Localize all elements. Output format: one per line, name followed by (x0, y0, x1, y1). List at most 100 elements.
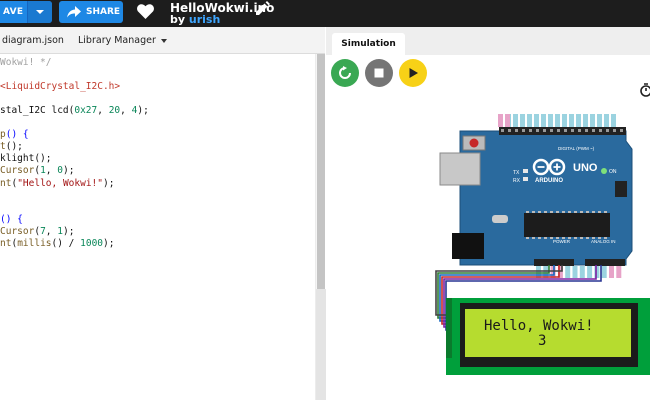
tab-simulation[interactable]: Simulation (332, 33, 405, 55)
code-token: t (0, 141, 6, 153)
header-pin[interactable] (529, 129, 532, 132)
chip-pin (550, 237, 553, 239)
code-token: Cursor (0, 165, 35, 177)
code-token: ); (62, 165, 75, 177)
pin-label-tag (557, 266, 563, 278)
code-line[interactable]: Wokwi! */ (0, 57, 51, 68)
code-token: , (120, 105, 132, 117)
code-token: ); (103, 237, 115, 249)
circuit-diagram: ARDUINO UNO TX RX ON DIGITAL (PWM ~) POW… (435, 114, 650, 375)
code-line[interactable]: Cursor(7, 1); (0, 226, 74, 237)
top-toolbar: AVE SHARE HelloWokwi.ino by urish (0, 0, 650, 27)
code-token: (); (5, 141, 23, 153)
editor-tab-bar: diagram.json Library Manager (0, 27, 325, 54)
pin-label-tag (594, 266, 600, 278)
pin-label-tag (505, 114, 510, 127)
on-label: ON (609, 169, 617, 175)
pencil-icon[interactable] (256, 1, 270, 15)
pin-label-tag (572, 266, 578, 278)
chip-pin (532, 237, 535, 239)
pin-label-tag (548, 114, 553, 127)
pin-label-tag (543, 266, 549, 278)
pin-label-tag (587, 266, 593, 278)
header-pin[interactable] (571, 129, 574, 132)
code-token: ( (34, 165, 41, 177)
header-pin[interactable] (585, 129, 588, 132)
header-pin[interactable] (550, 129, 553, 132)
chip-pin (550, 211, 553, 213)
simulation-canvas: ARDUINO UNO TX RX ON DIGITAL (PWM ~) POW… (326, 55, 650, 400)
tab-diagram-json[interactable]: diagram.json (2, 35, 64, 46)
editor-scrollbar[interactable] (315, 54, 326, 400)
code-token: () { (5, 129, 29, 141)
author-link[interactable]: urish (188, 13, 221, 26)
code-token: nt (0, 237, 12, 249)
code-line[interactable]: nt("Hello, Wokwi!"); (0, 178, 114, 189)
code-editor-panel: diagram.json Library Manager Wokwi! */ <L… (0, 27, 326, 400)
chip-pin (574, 211, 577, 213)
restart-icon (339, 66, 351, 79)
lcd-line-1: Hello, Wokwi! (484, 318, 594, 334)
pin-label-tag (601, 266, 607, 278)
save-options-button[interactable] (27, 1, 52, 23)
code-line[interactable]: klight(); (0, 153, 52, 164)
lcd-1602-display[interactable] (446, 298, 650, 375)
pin-label-tag (550, 266, 556, 278)
code-token: 0 (57, 165, 63, 177)
pin-label-tag (527, 114, 532, 127)
header-pin[interactable] (592, 129, 595, 132)
code-line[interactable]: t(); (0, 141, 23, 152)
project-title[interactable]: HelloWokwi.ino (170, 1, 275, 15)
chip-pin (526, 237, 529, 239)
header-pin[interactable] (543, 129, 546, 132)
header-pin[interactable] (557, 129, 560, 132)
share-button[interactable]: SHARE (59, 1, 123, 23)
header-pin[interactable] (578, 129, 581, 132)
lcd-line-2: 3 (538, 333, 546, 349)
arduino-logo-text: ARDUINO (535, 178, 563, 184)
pin-label-tag (498, 114, 503, 127)
code-line[interactable]: stal_I2C lcd(0x27, 20, 4); (0, 105, 149, 116)
code-line[interactable]: <LiquidCrystal_I2C.h> (0, 81, 120, 92)
tab-menu-caret-icon[interactable] (161, 39, 167, 43)
chip-pin (532, 211, 535, 213)
play-button[interactable] (399, 59, 427, 87)
tab-library-manager[interactable]: Library Manager (78, 35, 156, 46)
code-token: , (45, 165, 58, 177)
code-line[interactable]: p() { (0, 129, 29, 140)
save-button[interactable]: AVE (0, 1, 52, 23)
header-pin[interactable] (613, 129, 616, 132)
header-pin[interactable] (501, 129, 504, 132)
code-line[interactable]: nt(millis() / 1000); (0, 238, 114, 249)
header-pin[interactable] (508, 129, 511, 132)
header-pin[interactable] (522, 129, 525, 132)
code-area[interactable]: Wokwi! */ <LiquidCrystal_I2C.h> stal_I2C l… (0, 54, 315, 400)
chip-pin (574, 237, 577, 239)
code-token: 4 (131, 105, 138, 117)
chip-pin (598, 237, 601, 239)
header-pin[interactable] (515, 129, 518, 132)
pin-label-tag (536, 266, 541, 278)
header-pin[interactable] (564, 129, 567, 132)
header-pin[interactable] (536, 129, 539, 132)
arduino-uno-board[interactable]: ARDUINO UNO TX RX ON DIGITAL (PWM ~) POW… (439, 127, 633, 266)
header-pin[interactable] (599, 129, 602, 132)
pin-label-tag (555, 114, 560, 127)
rx-label: RX (513, 178, 521, 184)
header-pin[interactable] (606, 129, 609, 132)
editor-scrollbar-thumb[interactable] (317, 54, 325, 289)
code-token: () / (51, 237, 81, 249)
pin-label-tag (565, 266, 571, 278)
arduino-logo-icon (532, 158, 566, 176)
pin-label-tag (576, 114, 581, 127)
header-pin[interactable] (620, 129, 623, 132)
pin-label-tag (616, 266, 622, 278)
restart-button[interactable] (331, 59, 359, 87)
code-token: 1 (57, 225, 63, 237)
heart-icon[interactable] (137, 4, 154, 19)
code-line[interactable]: Cursor(1, 0); (0, 165, 74, 176)
stop-button[interactable] (365, 59, 393, 87)
stop-icon (374, 68, 384, 78)
pin-label-tag (534, 114, 539, 127)
code-line[interactable]: () { (0, 214, 23, 225)
